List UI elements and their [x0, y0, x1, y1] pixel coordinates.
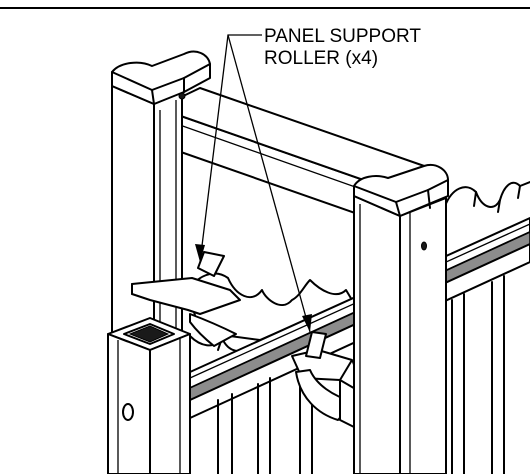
callout-leaders: [195, 34, 312, 333]
panel-support-roller-upper-left: [131, 251, 241, 347]
front-square-post: [107, 317, 191, 474]
callout-label-line1: PANEL SUPPORT: [264, 26, 421, 47]
leader-arrow-lower: [302, 314, 312, 332]
panel-wave-right: [444, 181, 530, 213]
leader-arrow-upper: [195, 244, 205, 262]
leader-line-lower: [227, 34, 311, 333]
callout-label-line2: ROLLER (x4): [264, 48, 378, 69]
right-post: [353, 164, 449, 474]
